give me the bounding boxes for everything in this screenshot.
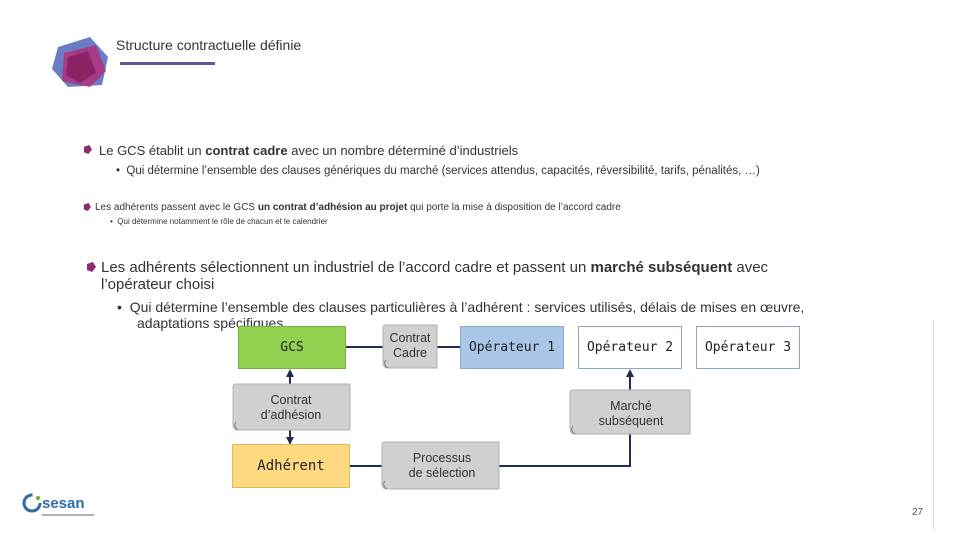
title-underline bbox=[120, 62, 215, 65]
bullet-2: Les adhérents passent avec le GCS un con… bbox=[95, 202, 621, 214]
marche-line2: subséquent bbox=[598, 414, 664, 428]
bullet-icon bbox=[87, 262, 96, 272]
bullet-3-sub: • Qui détermine l’ensemble des clauses p… bbox=[117, 299, 804, 315]
bullet-3-line2: l’opérateur choisi bbox=[101, 276, 215, 293]
bullet-1-sub: • Qui détermine l’ensemble des clauses g… bbox=[116, 164, 760, 178]
sesan-logo: sesan bbox=[22, 493, 94, 516]
contrat-cadre-label: Contrat Cadre bbox=[384, 330, 436, 362]
processus-line2: de sélection bbox=[408, 466, 476, 480]
bullet-3-sub-text: Qui détermine l’ensemble des clauses par… bbox=[129, 299, 805, 315]
bullet-1: Le GCS établit un contrat cadre avec un … bbox=[99, 143, 518, 159]
bullet-3: Les adhérents sélectionnent un industrie… bbox=[101, 259, 768, 276]
page-title: Structure contractuelle définie bbox=[116, 37, 302, 53]
operateur-2-box: Opérateur 2 bbox=[578, 326, 682, 369]
bullet-3-text: Les adhérents sélectionnent un industrie… bbox=[101, 259, 591, 276]
contrat-cadre-line1: Contrat bbox=[389, 331, 431, 345]
sub-marker: • bbox=[117, 299, 122, 315]
svg-text:sesan: sesan bbox=[42, 495, 85, 512]
marche-subsequent-label: Marché subséquent bbox=[573, 396, 689, 432]
operateur-1-box: Opérateur 1 bbox=[460, 326, 564, 369]
adherent-box: Adhérent bbox=[232, 444, 350, 488]
bullet-2-text-end: qui porte la mise à disposition de l’acc… bbox=[407, 202, 621, 213]
sub-marker: • bbox=[116, 165, 121, 177]
contrat-adhesion-line1: Contrat bbox=[270, 393, 312, 407]
bullet-icon bbox=[83, 145, 92, 154]
brand-shape-icon bbox=[52, 37, 108, 87]
contrat-adhesion-line2: d’adhésion bbox=[260, 408, 322, 422]
gcs-box: GCS bbox=[238, 326, 346, 369]
processus-selection-label: Processus de sélection bbox=[385, 448, 499, 484]
bullet-1-text-end: avec un nombre déterminé d’industriels bbox=[287, 143, 519, 158]
connector-processus-marche bbox=[498, 432, 631, 467]
marche-line1: Marché bbox=[610, 399, 652, 413]
processus-line1: Processus bbox=[412, 451, 472, 465]
contrat-adhesion-label: Contrat d’adhésion bbox=[236, 389, 346, 427]
bullet-3-text-end: avec bbox=[732, 259, 769, 276]
operateur-3-box: Opérateur 3 bbox=[696, 326, 800, 369]
sub-marker: • bbox=[110, 217, 113, 226]
page-number: 27 bbox=[912, 507, 924, 518]
bullet-2-bold: un contrat d’adhésion au projet bbox=[257, 202, 408, 213]
bullet-icon bbox=[83, 203, 91, 211]
right-edge-line bbox=[933, 320, 934, 530]
contrat-cadre-line2: Cadre bbox=[392, 346, 428, 360]
bullet-1-sub-text: Qui détermine l’ensemble des clauses gén… bbox=[126, 165, 760, 177]
bullet-1-bold: contrat cadre bbox=[205, 143, 288, 158]
bullet-1-text: Le GCS établit un bbox=[99, 143, 206, 158]
bullet-2-sub: • Qui détermine notamment le rôle de cha… bbox=[110, 217, 328, 227]
bullet-3-bold: marché subséquent bbox=[590, 259, 733, 276]
bullet-2-text: Les adhérents passent avec le GCS bbox=[95, 202, 258, 213]
bullet-2-sub-text: Qui détermine notamment le rôle de chacu… bbox=[117, 217, 328, 226]
